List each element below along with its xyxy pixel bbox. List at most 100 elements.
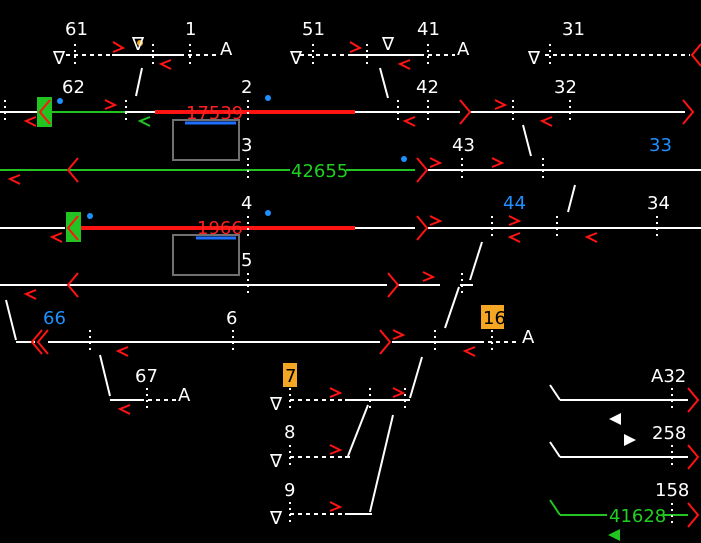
end-marker-a[interactable]: A bbox=[220, 39, 233, 60]
crossover-link bbox=[135, 67, 143, 97]
signal-right[interactable] bbox=[379, 329, 392, 355]
signal-left[interactable] bbox=[30, 329, 43, 355]
end-marker-v: ∇ bbox=[52, 48, 66, 69]
track-label: 43 bbox=[452, 135, 475, 156]
direction-arrow-right bbox=[329, 387, 343, 398]
signal-right[interactable] bbox=[687, 502, 700, 528]
crossover-link bbox=[469, 241, 483, 281]
crossover-link bbox=[409, 356, 423, 399]
signal-right[interactable] bbox=[690, 43, 701, 67]
direction-triangle-left bbox=[608, 529, 620, 541]
track-a32-entry bbox=[549, 384, 561, 401]
track-label: 2 bbox=[241, 77, 252, 98]
direction-arrow-left bbox=[539, 116, 553, 127]
end-marker-v: ∇ bbox=[131, 34, 145, 55]
direction-arrow-right bbox=[429, 157, 443, 168]
direction-arrow-left bbox=[117, 404, 131, 415]
insulated-joints bbox=[247, 158, 544, 182]
status-dot bbox=[137, 40, 143, 46]
track-label: 9 bbox=[284, 480, 295, 501]
crossover-link bbox=[379, 67, 389, 99]
direction-arrow-left bbox=[7, 174, 21, 185]
crossover-link bbox=[99, 354, 111, 397]
direction-arrow-left bbox=[115, 346, 129, 357]
direction-arrow-right bbox=[508, 215, 522, 226]
direction-arrow-left bbox=[137, 116, 151, 127]
end-marker-v: ∇ bbox=[269, 394, 283, 415]
train-number[interactable]: 42655 bbox=[291, 161, 348, 182]
signal-left[interactable] bbox=[38, 99, 51, 125]
track-label: A32 bbox=[651, 366, 686, 387]
track-label: 32 bbox=[554, 77, 577, 98]
end-marker-v: ∇ bbox=[289, 48, 303, 69]
track-label: 61 bbox=[65, 19, 88, 40]
direction-arrow-right bbox=[104, 99, 118, 110]
platform-box bbox=[172, 234, 240, 276]
train-number[interactable]: 41628 bbox=[609, 506, 666, 527]
track-label: 33 bbox=[649, 135, 672, 156]
track-label: 16 bbox=[483, 308, 506, 329]
direction-arrow-right bbox=[349, 41, 363, 53]
insulated-joints bbox=[4, 100, 571, 124]
direction-arrow-left bbox=[397, 59, 411, 70]
direction-triangle-right bbox=[624, 434, 636, 446]
direction-arrow-left bbox=[158, 59, 172, 70]
track-label: 42 bbox=[416, 77, 439, 98]
track-label: 4 bbox=[241, 193, 252, 214]
direction-arrow-left bbox=[462, 346, 476, 357]
signal-left[interactable] bbox=[66, 272, 79, 298]
insulated-joints bbox=[74, 44, 551, 66]
insulated-joints bbox=[89, 330, 493, 354]
crossover-link bbox=[522, 124, 532, 157]
status-dot bbox=[57, 98, 63, 104]
crossover-link bbox=[444, 286, 460, 329]
end-marker-a[interactable]: A bbox=[178, 385, 191, 406]
track-label: 7 bbox=[285, 366, 296, 387]
direction-arrow-left bbox=[49, 232, 63, 243]
direction-arrow-left bbox=[402, 116, 416, 127]
end-marker-v: ∇ bbox=[269, 451, 283, 472]
end-marker-v: ∇ bbox=[381, 34, 395, 55]
signal-left[interactable] bbox=[66, 157, 79, 183]
block-indicator[interactable] bbox=[37, 97, 52, 127]
insulated-joints bbox=[289, 388, 406, 412]
track-label: 67 bbox=[135, 366, 158, 387]
train-number[interactable]: 1966 bbox=[197, 218, 243, 239]
signal-right[interactable] bbox=[387, 272, 400, 298]
block-indicator[interactable] bbox=[66, 212, 81, 242]
direction-arrow-right bbox=[329, 501, 343, 512]
signal-right[interactable] bbox=[416, 157, 429, 183]
signal-right[interactable] bbox=[687, 444, 700, 470]
track-label: 41 bbox=[417, 19, 440, 40]
signal-right[interactable] bbox=[682, 99, 695, 125]
direction-arrow-right bbox=[491, 157, 505, 168]
direction-arrow-right bbox=[392, 387, 406, 398]
track-label: 31 bbox=[562, 19, 585, 40]
signal-left[interactable] bbox=[66, 215, 79, 241]
direction-arrow-left bbox=[507, 232, 521, 243]
signal-right[interactable] bbox=[687, 387, 700, 413]
end-marker-a[interactable]: A bbox=[522, 327, 535, 348]
train-number[interactable]: 17539 bbox=[186, 103, 243, 124]
status-dot bbox=[401, 156, 407, 162]
highlight-badge[interactable] bbox=[283, 363, 297, 387]
highlight-badge[interactable] bbox=[481, 305, 504, 329]
signal-right[interactable] bbox=[416, 215, 429, 241]
crossover-link bbox=[5, 299, 17, 341]
direction-arrow-right bbox=[422, 271, 436, 282]
track-label: 158 bbox=[655, 480, 689, 501]
direction-arrow-left bbox=[23, 116, 37, 127]
track-label: 34 bbox=[647, 193, 670, 214]
status-dot bbox=[87, 213, 93, 219]
crossover-link bbox=[347, 404, 369, 457]
crossover-link bbox=[567, 184, 576, 213]
track-158-entry bbox=[549, 499, 561, 516]
signal-left[interactable] bbox=[36, 329, 49, 355]
platform-box bbox=[172, 119, 240, 161]
signal-right[interactable] bbox=[459, 99, 472, 125]
status-dot bbox=[265, 95, 271, 101]
end-marker-a[interactable]: A bbox=[457, 39, 470, 60]
track-258-entry bbox=[549, 441, 561, 458]
track-label: 66 bbox=[43, 308, 66, 329]
